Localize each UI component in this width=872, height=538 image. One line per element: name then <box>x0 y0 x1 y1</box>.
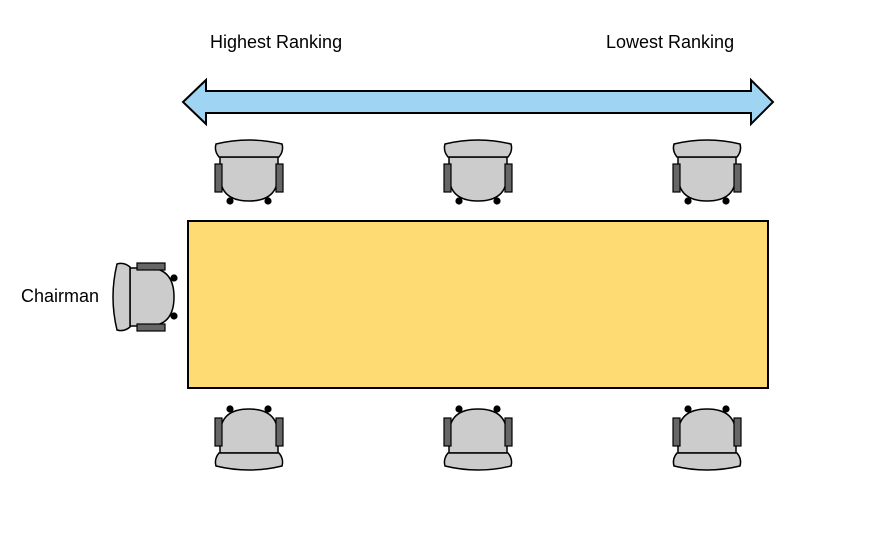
chair-top-3 <box>672 139 742 206</box>
chair-bottom-3 <box>672 404 742 471</box>
ranking-arrow <box>181 77 775 127</box>
chair-chairman <box>112 262 179 332</box>
chair-top-2 <box>443 139 513 206</box>
lowest-ranking-label: Lowest Ranking <box>606 32 735 52</box>
chair-bottom-2 <box>443 404 513 471</box>
conference-table <box>187 220 769 389</box>
chair-top-1 <box>214 139 284 206</box>
chair-bottom-1 <box>214 404 284 471</box>
chairman-label: Chairman <box>21 286 100 306</box>
highest-ranking-label: Highest Ranking <box>210 32 343 52</box>
